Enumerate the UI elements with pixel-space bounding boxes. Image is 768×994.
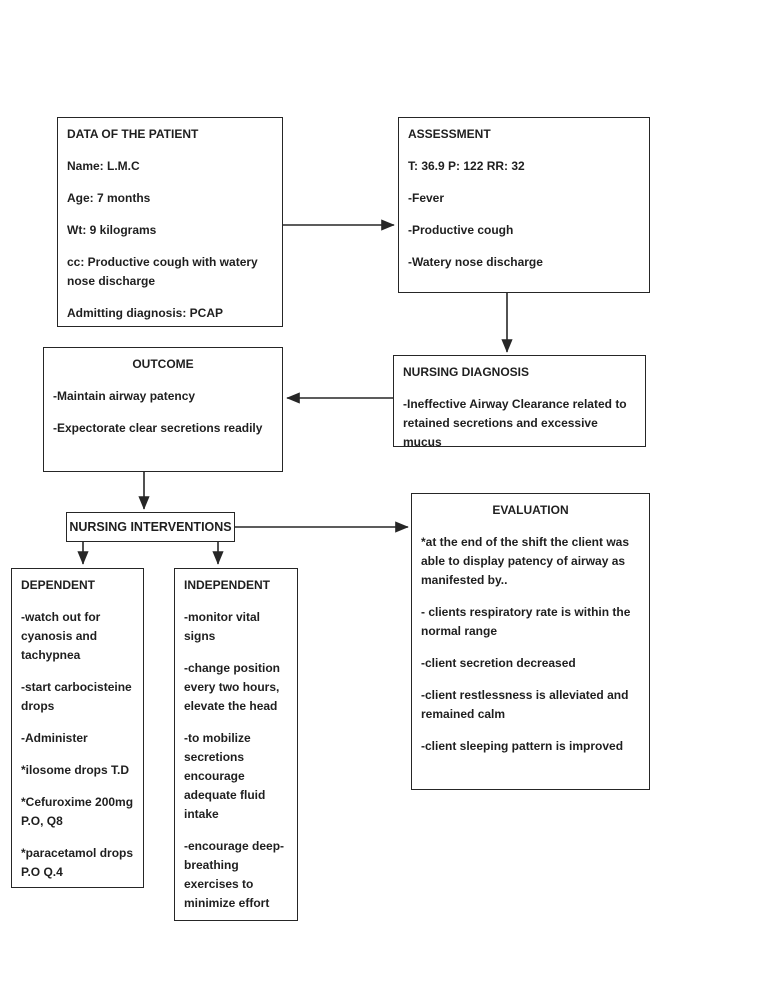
text-line: - clients respiratory rate is within the…	[421, 605, 631, 638]
outcome-box: OUTCOME -Maintain airway patency -Expecto…	[43, 347, 283, 472]
text-line: Wt: 9 kilograms	[67, 223, 157, 237]
text-line: -watch out for cyanosis and tachypnea	[21, 610, 101, 662]
outcome-title: OUTCOME	[132, 357, 194, 371]
text-line: -Expectorate clear secretions readily	[53, 421, 263, 435]
nursing-interventions-box: NURSING INTERVENTIONS	[66, 512, 235, 542]
evaluation-title: EVALUATION	[492, 503, 569, 517]
text-line: *paracetamol drops P.O Q.4	[21, 846, 134, 879]
text-line: -Administer	[21, 731, 88, 745]
text-line: -to mobilize secretions encourage adequa…	[184, 731, 266, 821]
text-line: -start carbocisteine drops	[21, 680, 132, 713]
text-line: -encourage deep-breathing exercises to m…	[184, 839, 285, 910]
text-line: -Watery nose discharge	[408, 255, 543, 269]
nursing-diagnosis-box: NURSING DIAGNOSIS -Ineffective Airway Cl…	[393, 355, 646, 449]
outcome-body: -Maintain airway patency -Expectorate cle…	[53, 387, 273, 438]
text-line: *Cefuroxime 200mg P.O, Q8	[21, 795, 134, 828]
dependent-body: -watch out for cyanosis and tachypnea -st…	[21, 608, 134, 882]
text-line: -Ineffective Airway Clearance related to…	[403, 397, 627, 449]
independent-interventions-box: INDEPENDENT -monitor vital signs -change …	[174, 568, 298, 921]
evaluation-box: EVALUATION *at the end of the shift the …	[411, 493, 650, 790]
text-line: -Productive cough	[408, 223, 514, 237]
independent-title: INDEPENDENT	[184, 578, 271, 592]
text-line: -client sleeping pattern is improved	[421, 739, 624, 753]
nursing-diagnosis-body: -Ineffective Airway Clearance related to…	[403, 395, 636, 452]
evaluation-body: *at the end of the shift the client was …	[421, 533, 640, 756]
independent-body: -monitor vital signs -change position eve…	[184, 608, 288, 913]
nursing-interventions-label: NURSING INTERVENTIONS	[69, 519, 232, 534]
text-line: T: 36.9 P: 122 RR: 32	[408, 159, 525, 173]
assessment-body: T: 36.9 P: 122 RR: 32 -Fever -Productive c…	[408, 157, 640, 272]
text-line: -client restlessness is alleviated and r…	[421, 688, 629, 721]
text-line: -Fever	[408, 191, 445, 205]
nursing-diagnosis-title: NURSING DIAGNOSIS	[403, 365, 530, 379]
text-line: Admitting diagnosis: PCAP	[67, 306, 223, 320]
text-line: *at the end of the shift the client was …	[421, 535, 630, 587]
data-of-the-patient-title: DATA OF THE PATIENT	[67, 127, 199, 141]
assessment-box: ASSESSMENT T: 36.9 P: 122 RR: 32 -Fever -P…	[398, 117, 650, 293]
text-line: -Maintain airway patency	[53, 389, 196, 403]
assessment-title: ASSESSMENT	[408, 127, 491, 141]
text-line: -monitor vital signs	[184, 610, 261, 643]
data-of-the-patient-box: DATA OF THE PATIENT Name: L.M.C Age: 7 mo…	[57, 117, 283, 327]
text-line: -change position every two hours, elevat…	[184, 661, 280, 713]
text-line: Age: 7 months	[67, 191, 151, 205]
text-line: *ilosome drops T.D	[21, 763, 130, 777]
text-line: -client secretion decreased	[421, 656, 576, 670]
dependent-title: DEPENDENT	[21, 578, 96, 592]
dependent-interventions-box: DEPENDENT -watch out for cyanosis and ta…	[11, 568, 144, 888]
text-line: cc: Productive cough with watery nose di…	[67, 255, 258, 288]
text-line: Name: L.M.C	[67, 159, 140, 173]
